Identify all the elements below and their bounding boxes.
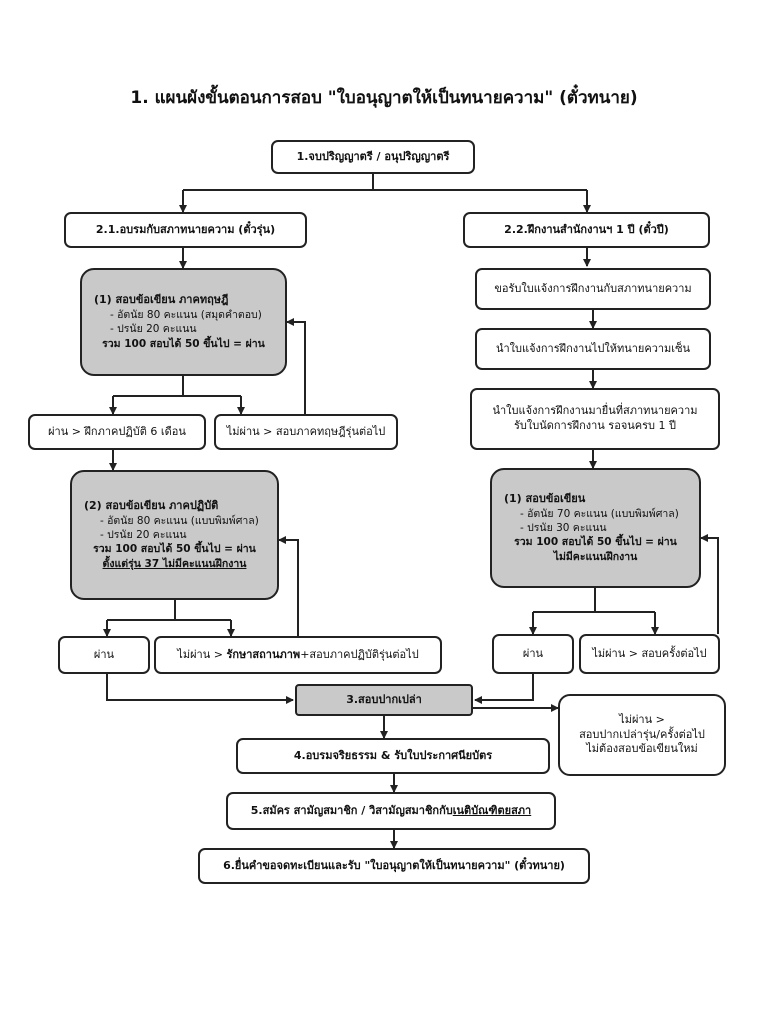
practice-fail-suffix: +สอบภาคปฏิบัติรุ่นต่อไป	[300, 647, 419, 661]
step6-node: 6.ยื่นคำขอจดทะเบียนและรับ "ใบอนุญาตให้เป…	[198, 848, 590, 884]
oral-exam-node: 3.สอบปากเปล่า	[295, 684, 473, 716]
practice-fail-prefix: ไม่ผ่าน >	[177, 647, 227, 661]
step4-node: 4.อบรมจริยธรรม & รับใบประกาศนียบัตร	[236, 738, 550, 774]
oral-fail-line1: ไม่ผ่าน >	[619, 712, 665, 726]
page-title: 1. แผนผังขั้นตอนการสอบ "ใบอนุญาตให้เป็นท…	[130, 88, 638, 108]
practice-exam-note: ตั้งแต่รุ่น 37 ไม่มีคะแนนฝึกงาน	[102, 557, 247, 570]
practice-exam-node: (2) สอบข้อเขียน ภาคปฏิบัติ - อัตนัย 80 ค…	[70, 470, 279, 600]
practice-exam-summary: รวม 100 สอบได้ 50 ขึ้นไป = ผ่าน	[93, 543, 256, 556]
practice-pass-node: ผ่าน	[58, 636, 150, 674]
oral-fail-line3: ไม่ต้องสอบข้อเขียนใหม่	[586, 742, 698, 756]
right-pass-node: ผ่าน	[492, 634, 574, 674]
right-exam-heading: (1) สอบข้อเขียน	[504, 492, 586, 506]
practice-fail-bold: รักษาสถานภาพ	[226, 647, 301, 661]
branch-left-node: 2.1.อบรมกับสภาทนายความ (ตั๋วรุ่น)	[64, 212, 307, 248]
theory-exam-line2: - ปรนัย 20 คะแนน	[110, 323, 197, 336]
theory-exam-heading: (1) สอบข้อเขียน ภาคทฤษฎี	[94, 293, 229, 307]
oral-fail-node: ไม่ผ่าน > สอบปากเปล่ารุ่น/ครั้งต่อไป ไม่…	[558, 694, 726, 776]
practice-exam-line2: - ปรนัย 20 คะแนน	[100, 529, 187, 542]
right-step3-node: นำใบแจ้งการฝึกงานมายื่นที่สภาทนายความ รั…	[470, 388, 720, 450]
theory-fail-node: ไม่ผ่าน > สอบภาคทฤษฎีรุ่นต่อไป	[214, 414, 398, 450]
step5-underlined: เนติบัณฑิตยสภา	[452, 803, 532, 817]
right-exam-note: ไม่มีคะแนนฝึกงาน	[553, 550, 638, 563]
theory-exam-summary: รวม 100 สอบได้ 50 ขึ้นไป = ผ่าน	[102, 337, 265, 350]
right-exam-line1: - อัตนัย 70 คะแนน (แบบพิมพ์ศาล)	[520, 508, 679, 521]
theory-pass-node: ผ่าน > ฝึกภาคปฏิบัติ 6 เดือน	[28, 414, 206, 450]
oral-fail-line2: สอบปากเปล่ารุ่น/ครั้งต่อไป	[579, 727, 705, 741]
right-step3-line2: รับใบนัดการฝึกงาน รอจนครบ 1 ปี	[513, 419, 677, 432]
step5-node: 5.สมัคร สามัญสมาชิก / วิสามัญสมาชิกกับ เ…	[226, 792, 556, 830]
right-exam-summary: รวม 100 สอบได้ 50 ขึ้นไป = ผ่าน	[514, 536, 677, 549]
right-step2-node: นำใบแจ้งการฝึกงานไปให้ทนายความเซ็น	[475, 328, 711, 370]
practice-exam-heading: (2) สอบข้อเขียน ภาคปฏิบัติ	[84, 499, 219, 513]
right-exam-line2: - ปรนัย 30 คะแนน	[520, 522, 607, 535]
start-node: 1.จบปริญญาตรี / อนุปริญญาตรี	[271, 140, 475, 174]
right-step1-node: ขอรับใบแจ้งการฝึกงานกับสภาทนายความ	[475, 268, 711, 310]
theory-exam-node: (1) สอบข้อเขียน ภาคทฤษฎี - อัตนัย 80 คะแ…	[80, 268, 287, 376]
theory-exam-line1: - อัตนัย 80 คะแนน (สมุดคำตอบ)	[110, 309, 262, 322]
practice-fail-node: ไม่ผ่าน > รักษาสถานภาพ +สอบภาคปฏิบัติรุ่…	[154, 636, 442, 674]
step5-prefix: 5.สมัคร สามัญสมาชิก / วิสามัญสมาชิกกับ	[250, 803, 453, 817]
right-exam-node: (1) สอบข้อเขียน - อัตนัย 70 คะแนน (แบบพิ…	[490, 468, 701, 588]
right-fail-node: ไม่ผ่าน > สอบครั้งต่อไป	[579, 634, 720, 674]
right-step3-line1: นำใบแจ้งการฝึกงานมายื่นที่สภาทนายความ	[492, 404, 698, 418]
branch-right-node: 2.2.ฝึกงานสำนักงานฯ 1 ปี (ตั๋วปี)	[463, 212, 710, 248]
practice-exam-line1: - อัตนัย 80 คะแนน (แบบพิมพ์ศาล)	[100, 515, 259, 528]
